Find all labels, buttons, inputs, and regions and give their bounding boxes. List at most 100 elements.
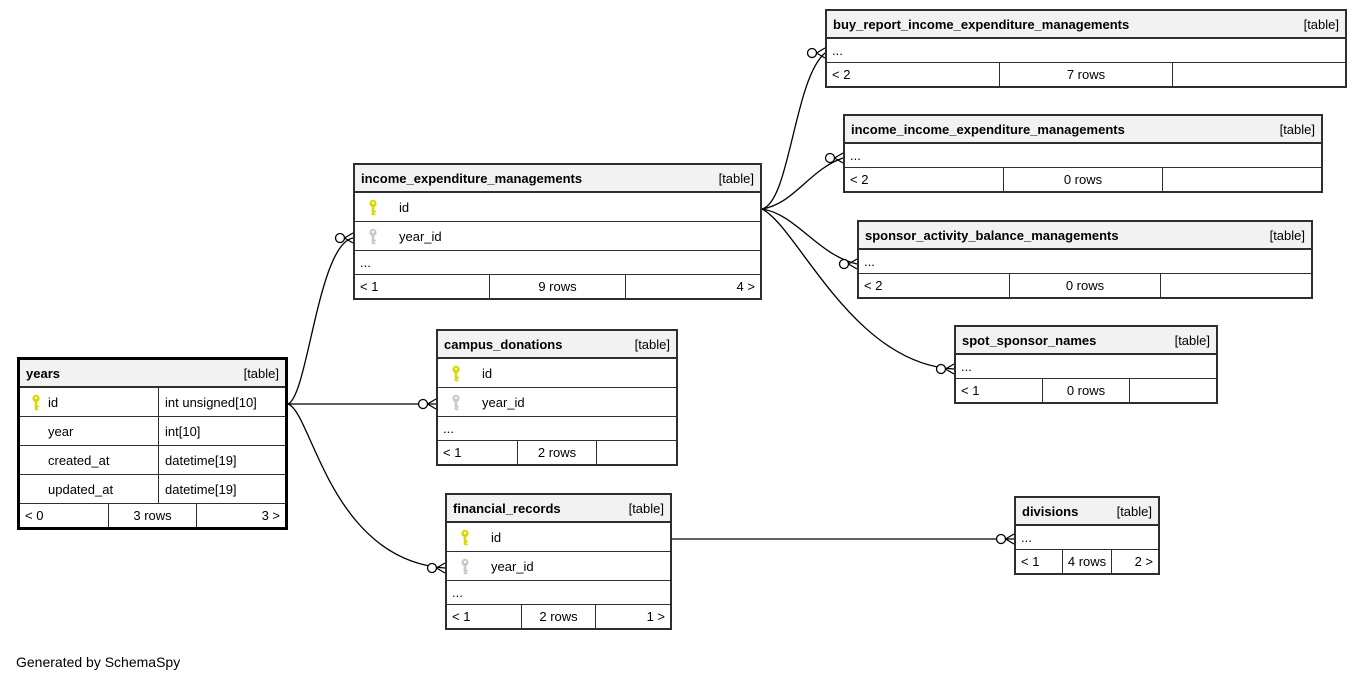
table-node-income_income_expenditure_managements[interactable]: income_income_expenditure_managements [t…	[843, 114, 1323, 193]
hidden-columns-ellipsis: ...	[859, 250, 1311, 274]
footer-child-degree	[1173, 63, 1345, 86]
table-node-sponsor_activity_balance_managements[interactable]: sponsor_activity_balance_managements [ta…	[857, 220, 1313, 299]
crowfoot-arrow-marker	[945, 363, 955, 375]
table-type-badge: [table]	[718, 170, 754, 186]
footer-child-degree	[597, 441, 676, 464]
foreign-key-icon	[452, 394, 460, 411]
table-name[interactable]: income_income_expenditure_managements	[851, 121, 1125, 137]
column-row-id: id int unsigned[10]	[20, 388, 285, 417]
foreign-key-icon	[369, 228, 377, 245]
column-row-year_id: year_id	[447, 552, 670, 581]
hidden-columns-ellipsis: ...	[827, 39, 1345, 63]
hidden-columns-ellipsis: ...	[447, 581, 670, 605]
table-name[interactable]: income_expenditure_managements	[361, 170, 583, 186]
table-name[interactable]: divisions	[1022, 503, 1079, 519]
primary-key-icon	[452, 365, 460, 382]
table-header: financial_records [table]	[447, 495, 670, 523]
column-row-id: id	[355, 193, 760, 222]
footer-parent-degree: < 1	[452, 609, 471, 624]
relationship-line-years.id->financial_records.year_id	[287, 403, 446, 569]
table-header: income_income_expenditure_managements [t…	[845, 116, 1321, 144]
hidden-columns-ellipsis: ...	[438, 417, 676, 441]
crowfoot-arrow-marker	[427, 398, 437, 410]
crowfoot-arrow-marker	[834, 152, 844, 164]
table-footer: < 2 0 rows	[859, 274, 1311, 297]
footer-row-count: 0 rows	[1042, 379, 1130, 402]
footer-row-count: 2 rows	[516, 441, 598, 464]
column-name: year	[48, 423, 74, 439]
footer-row-count: 7 rows	[999, 63, 1173, 86]
table-node-spot_sponsor_names[interactable]: spot_sponsor_names [table] ... < 1 0 row…	[954, 325, 1218, 404]
table-footer: < 1 2 rows	[438, 441, 676, 464]
table-name[interactable]: financial_records	[453, 500, 561, 516]
footer-child-degree: 1 >	[646, 609, 666, 624]
footer-parent-degree: < 2	[850, 172, 869, 187]
crowfoot-arrow-marker	[1005, 533, 1015, 545]
column-name: updated_at	[48, 481, 114, 497]
footer-parent-degree: < 1	[443, 445, 462, 460]
table-footer: < 1 4 rows 2 >	[1016, 550, 1158, 573]
footer-child-degree: 3 >	[261, 508, 281, 523]
table-header: income_expenditure_managements [table]	[355, 165, 760, 193]
hidden-columns-ellipsis: ...	[355, 251, 760, 275]
column-row-created_at: created_at datetime[19]	[20, 446, 285, 475]
crowfoot-arrow-marker	[848, 258, 858, 270]
column-type: datetime[19]	[158, 475, 285, 503]
footer-child-degree: 4 >	[736, 279, 755, 294]
hidden-columns-ellipsis: ...	[956, 355, 1216, 379]
table-node-financial_records[interactable]: financial_records [table] id year_id ...…	[445, 493, 672, 630]
footer-row-count: 0 rows	[1009, 274, 1161, 297]
table-name[interactable]: spot_sponsor_names	[962, 332, 1097, 348]
column-row-year: year int[10]	[20, 417, 285, 446]
footer-child-degree	[1130, 379, 1216, 402]
column-row-id: id	[438, 359, 676, 388]
column-name: id	[491, 529, 502, 545]
column-name: year_id	[482, 394, 525, 410]
footer-child-degree	[1163, 168, 1321, 191]
relationship-line-income_expenditure_managements.id->buy_report_income_expenditure_managements	[761, 52, 826, 210]
table-header: campus_donations [table]	[438, 331, 676, 359]
table-type-badge: [table]	[1116, 503, 1152, 519]
table-footer: < 1 9 rows 4 >	[355, 275, 760, 298]
footer-child-degree	[1161, 274, 1311, 297]
footer-row-count: 4 rows	[1061, 550, 1113, 573]
column-name: year_id	[491, 558, 534, 574]
table-node-divisions[interactable]: divisions [table] ... < 1 4 rows 2 >	[1014, 496, 1160, 575]
column-row-id: id	[447, 523, 670, 552]
column-row-year_id: year_id	[438, 388, 676, 417]
table-node-campus_donations[interactable]: campus_donations [table] id year_id ... …	[436, 329, 678, 466]
footer-row-count: 3 rows	[107, 504, 198, 527]
table-name[interactable]: sponsor_activity_balance_managements	[865, 227, 1119, 243]
table-name[interactable]: buy_report_income_expenditure_management…	[833, 16, 1130, 32]
column-type: datetime[19]	[158, 446, 285, 474]
table-header: divisions [table]	[1016, 498, 1158, 526]
table-node-buy_report_income_expenditure_managements[interactable]: buy_report_income_expenditure_management…	[825, 9, 1347, 88]
relationship-line-years.id->income_expenditure_managements.year_id	[287, 237, 354, 405]
column-name: year_id	[399, 228, 442, 244]
relationship-line-income_expenditure_managements.id->spot_sponsor_names	[761, 208, 955, 370]
footer-row-count: 0 rows	[1003, 168, 1163, 191]
table-type-badge: [table]	[628, 500, 664, 516]
table-node-years[interactable]: years [table] id int unsigned[10] year	[17, 357, 288, 530]
footer-child-degree: 2 >	[1134, 554, 1154, 569]
column-row-updated_at: updated_at datetime[19]	[20, 475, 285, 504]
footer-parent-degree: < 1	[1021, 554, 1040, 569]
table-footer: < 1 2 rows 1 >	[447, 605, 670, 628]
hidden-columns-ellipsis: ...	[845, 144, 1321, 168]
table-header: years [table]	[20, 360, 285, 388]
primary-key-icon	[32, 394, 40, 411]
table-footer: < 1 0 rows	[956, 379, 1216, 402]
column-row-year_id: year_id	[355, 222, 760, 251]
footer-parent-degree: < 2	[864, 278, 883, 293]
primary-key-icon	[369, 199, 377, 216]
column-name: created_at	[48, 452, 110, 468]
crowfoot-arrow-marker	[344, 232, 354, 244]
foreign-key-icon	[461, 558, 469, 575]
footer-row-count: 2 rows	[520, 605, 597, 628]
footer-row-count: 9 rows	[489, 275, 626, 298]
table-name[interactable]: years	[26, 365, 60, 381]
table-name[interactable]: campus_donations	[444, 336, 563, 352]
table-node-income_expenditure_managements[interactable]: income_expenditure_managements [table] i…	[353, 163, 762, 300]
